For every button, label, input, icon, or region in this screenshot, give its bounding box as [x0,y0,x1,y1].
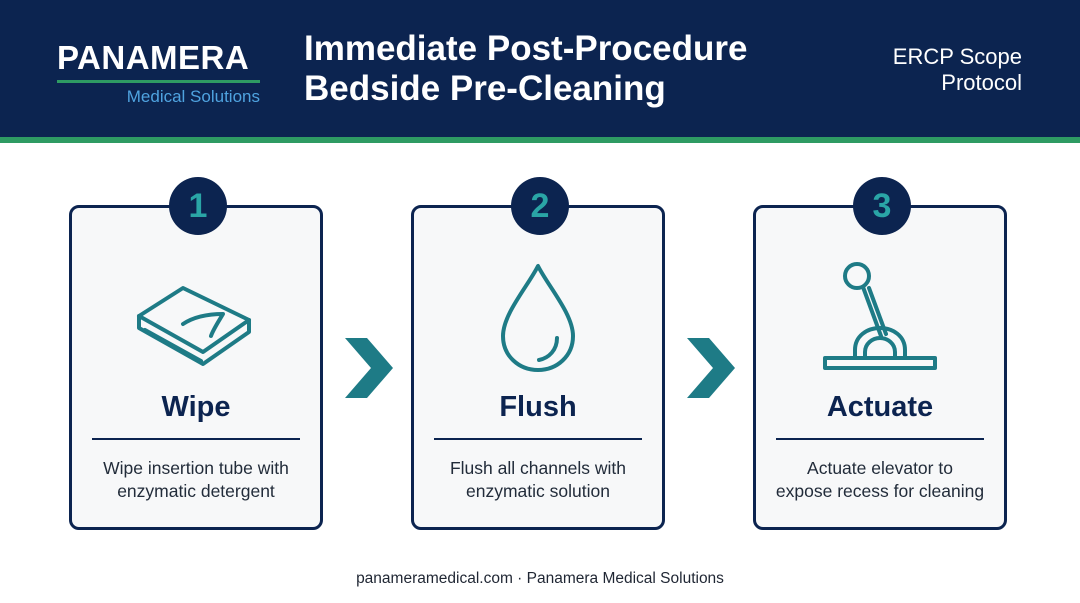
desc-line-2: enzymatic detergent [117,481,275,501]
protocol-tag: ERCP Scope Protocol [893,44,1022,96]
step-number-badge: 2 [511,177,569,235]
step-divider [92,438,300,440]
droplet-icon [501,264,575,372]
title-line-2: Bedside Pre-Cleaning [304,69,666,108]
step-divider [776,438,984,440]
header-banner: PANAMERA Medical Solutions Immediate Pos… [0,0,1080,137]
step-title: Wipe [161,391,231,423]
step-title: Actuate [826,391,934,423]
chevron-right-icon [687,338,735,398]
step-card-flush: Flush Flush all channels with enzymatic … [411,205,665,530]
title-line-1: Immediate Post-Procedure [304,29,748,68]
step-description: Actuate elevator to expose recess for cl… [766,457,994,503]
tag-line-1: ERCP Scope [892,44,1022,69]
company-logo: PANAMERA Medical Solutions [57,40,262,107]
header-stripe [0,137,1080,143]
step-description: Wipe insertion tube with enzymatic deter… [82,457,310,503]
logo-subtitle: Medical Solutions [126,87,260,106]
logo-name: PANAMERA [57,39,250,76]
page-title: Immediate Post-Procedure Bedside Pre-Cle… [304,29,824,109]
lever-icon [823,262,937,370]
step-divider [434,438,642,440]
cloth-icon [137,286,251,366]
desc-line-1: Flush all channels with [449,458,627,478]
footer-text: panameramedical.com · Panamera Medical S… [356,570,724,587]
tag-line-2: Protocol [941,70,1022,95]
step-number-badge: 3 [853,177,911,235]
step-card-actuate: Actuate Actuate elevator to expose reces… [753,205,1007,530]
step-description: Flush all channels with enzymatic soluti… [424,457,652,503]
desc-line-2: enzymatic solution [466,481,610,501]
desc-line-1: Wipe insertion tube with [103,458,289,478]
chevron-right-icon [345,338,393,398]
step-title: Flush [499,391,577,423]
logo-rule [57,80,260,83]
desc-line-2: expose recess for cleaning [775,481,985,501]
step-card-wipe: Wipe Wipe insertion tube with enzymatic … [69,205,323,530]
desc-line-1: Actuate elevator to [807,458,953,478]
step-number-badge: 1 [169,177,227,235]
